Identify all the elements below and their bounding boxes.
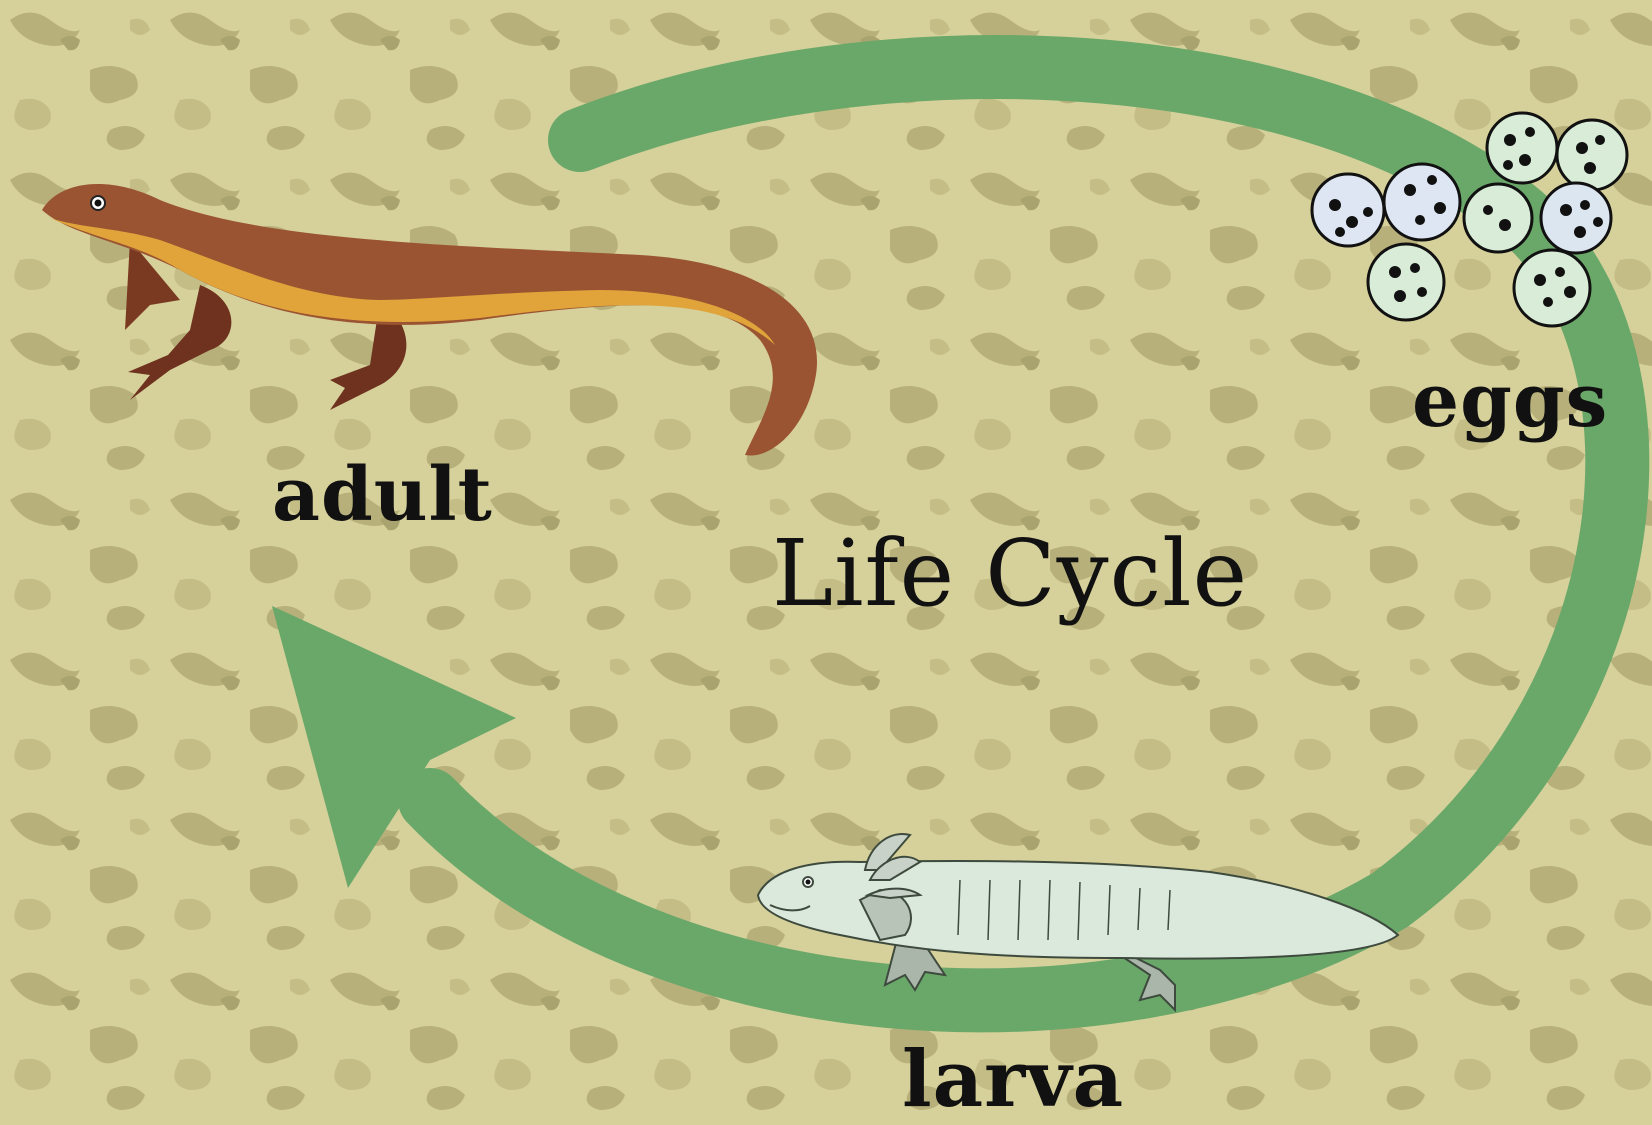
stage-label-adult: adult: [272, 452, 493, 538]
stage-label-eggs: eggs: [1412, 358, 1608, 444]
stage-label-larva: larva: [902, 1034, 1124, 1125]
diagram-title: Life Cycle: [772, 520, 1248, 627]
